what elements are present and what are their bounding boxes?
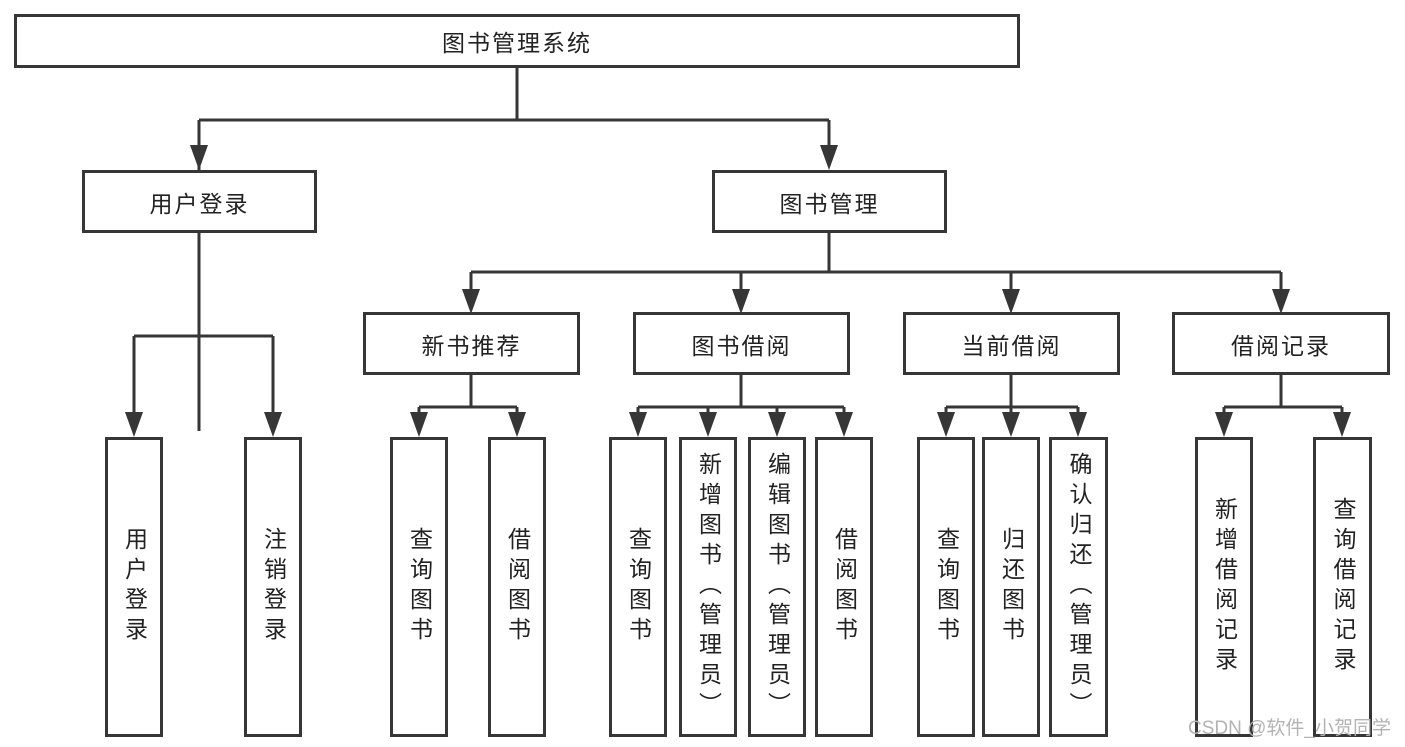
node-current-borrow: 当前借阅 [903, 312, 1120, 375]
connector-root-to-level2 [197, 68, 831, 431]
node-book-borrow: 图书借阅 [633, 312, 850, 375]
arrowheads [125, 145, 1351, 437]
leaf-return-book: 归还图书 [982, 437, 1040, 737]
leaf-user-login: 用户登录 [105, 437, 163, 737]
leaf-query-books-current: 查询图书 [917, 437, 975, 737]
leaf-logout: 注销登录 [244, 437, 302, 737]
node-new-book-recommend: 新书推荐 [363, 312, 580, 375]
leaf-add-book-admin: 新增图书（管理员） [679, 437, 737, 737]
leaf-add-borrow-record: 新增借阅记录 [1195, 437, 1253, 737]
leaf-borrow-books-borrow: 借阅图书 [815, 437, 873, 737]
leaf-query-books-newbook: 查询图书 [390, 437, 448, 737]
connector-borrow-records-children [1222, 375, 1344, 431]
node-root: 图书管理系统 [14, 14, 1020, 68]
leaf-query-borrow-record: 查询借阅记录 [1313, 437, 1372, 737]
node-user-login: 用户登录 [82, 170, 317, 233]
connector-user-login-children [132, 233, 275, 431]
connector-book-borrow-children [636, 375, 846, 431]
node-borrow-records: 借阅记录 [1172, 312, 1390, 375]
leaf-borrow-books-newbook: 借阅图书 [488, 437, 546, 737]
watermark: CSDN @软件_小贺同学 [1188, 718, 1391, 739]
connector-book-management-children [469, 233, 1283, 308]
node-book-management: 图书管理 [712, 170, 947, 233]
leaf-edit-book-admin: 编辑图书（管理员） [748, 437, 806, 737]
leaf-query-books-borrow: 查询图书 [609, 437, 667, 737]
connector-new-book-children [417, 375, 519, 431]
leaf-confirm-return-admin: 确认归还（管理员） [1049, 437, 1108, 737]
